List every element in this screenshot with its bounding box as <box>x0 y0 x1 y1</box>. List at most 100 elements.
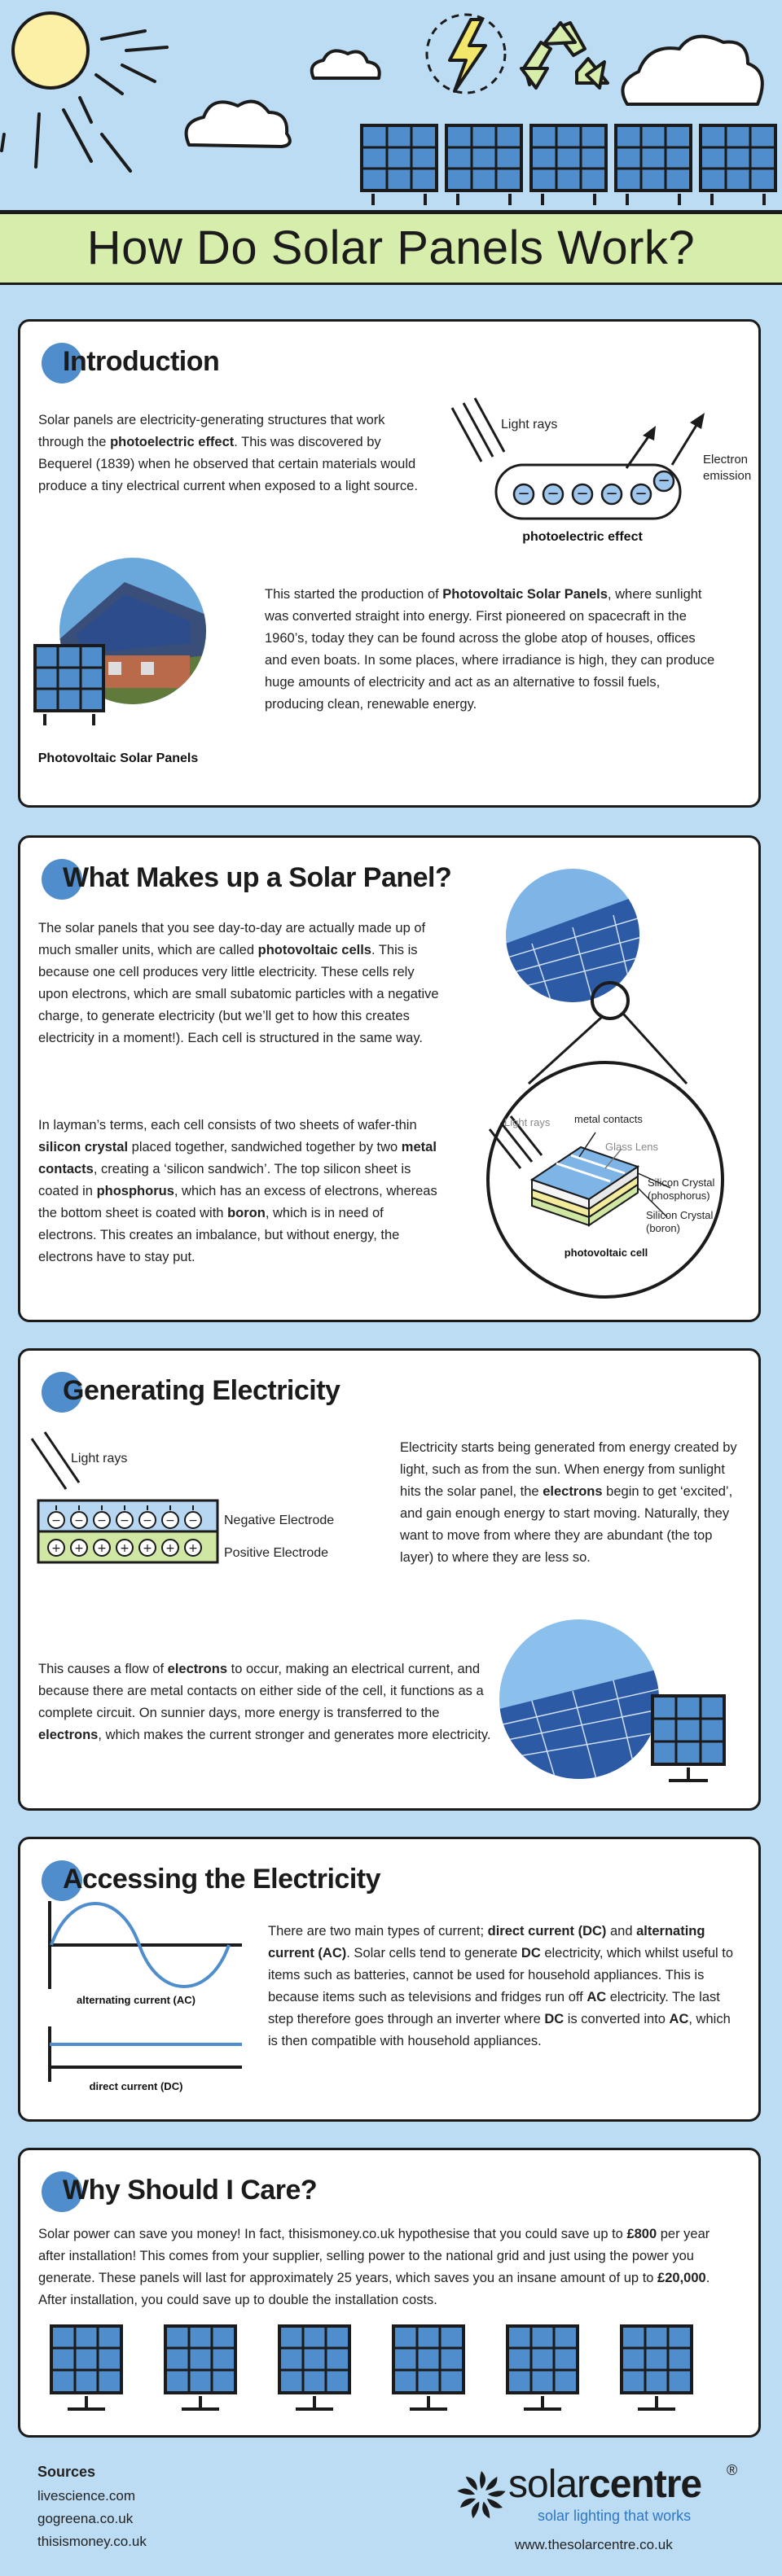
lightning-icon <box>425 13 507 94</box>
bold-text: alternating current (AC) <box>268 1924 705 1960</box>
svg-text:+: + <box>188 1542 198 1555</box>
bold-text: silicon crystal <box>38 1140 129 1154</box>
generating-paragraph-1: Electricity starts being generated from … <box>400 1437 739 1569</box>
section-dot <box>42 2171 82 2212</box>
negative-electrode-label: Negative Electrode <box>224 1514 335 1527</box>
bold-text: photoelectric effect <box>110 435 235 449</box>
source-link[interactable]: livescience.com <box>37 2488 135 2504</box>
text-run: . This was discovered by Bequerel (1839)… <box>38 435 418 493</box>
solar-field-image <box>499 1619 659 1779</box>
text-run: per year after installation! This comes … <box>38 2227 710 2285</box>
section-title: Why Should I Care? <box>63 2175 318 2206</box>
metal-contacts-label: metal contacts <box>574 1113 643 1125</box>
photovoltaic-cell-caption: photovoltaic cell <box>564 1246 648 1259</box>
solar-panel-icon <box>33 644 105 725</box>
bold-text: metal contacts <box>38 1140 437 1176</box>
solar-panel-icon <box>506 2324 579 2411</box>
solar-panel-icon <box>620 2324 693 2411</box>
bold-text: electrons <box>167 1662 228 1676</box>
brand-solar: solar <box>508 2463 590 2506</box>
ac-wave-diagram <box>48 1901 242 1989</box>
silicon-top-label: Silicon Crystal (phosphorus) <box>648 1176 715 1202</box>
solar-panel-icon <box>50 2324 123 2411</box>
text-run: , creating a ‘silicon sandwich’. The top… <box>38 1162 411 1198</box>
text-run: and <box>606 1924 637 1939</box>
section-accessing: Accessing the Electricity alternating cu… <box>18 1837 761 2122</box>
text-run: . After installation, you could save up … <box>38 2271 710 2307</box>
intro-paragraph-2: This started the production of Photovolt… <box>265 584 721 716</box>
svg-text:−: − <box>120 1514 130 1527</box>
text-run: , which is then compatible with househol… <box>268 2012 731 2048</box>
title-banner-bg <box>0 210 782 212</box>
text-run: The solar panels that you see day-to-day… <box>38 921 426 957</box>
bold-text: DC <box>521 1946 541 1960</box>
solar-house-image <box>59 558 206 704</box>
care-paragraph: Solar power can save you money! In fact,… <box>38 2223 739 2311</box>
text-run: Electricity starts being generated from … <box>400 1440 737 1499</box>
bold-text: Photovoltaic Solar Panels <box>442 587 608 602</box>
section-care: Why Should I Care? Solar power can save … <box>18 2148 761 2438</box>
svg-text:−: − <box>51 1514 61 1527</box>
text-run: , where sunlight was converted straight … <box>265 587 715 712</box>
ac-caption: alternating current (AC) <box>77 1994 196 2006</box>
silicon-bottom-label: Silicon Crystal (boron) <box>646 1209 714 1234</box>
website-link[interactable]: www.thesolarcentre.co.uk <box>515 2537 673 2552</box>
cell-light-rays-label: Light rays <box>504 1116 551 1128</box>
text-run: , which is in need of electrons. This cr… <box>38 1206 400 1264</box>
solar-panel-icon <box>699 124 777 205</box>
recycle-icon <box>520 21 609 90</box>
text-run: to occur, making an electrical current, … <box>38 1662 484 1720</box>
sun-icon <box>0 11 169 173</box>
section-dot <box>42 859 82 900</box>
solar-panel-icon <box>164 2324 237 2411</box>
svg-text:+: + <box>143 1542 152 1555</box>
solar-panel-icon <box>445 124 523 205</box>
text-run: This causes a flow of <box>38 1662 168 1676</box>
section-dot <box>42 343 82 383</box>
svg-text:−: − <box>605 485 617 502</box>
glass-lens-label: Glass Lens <box>605 1141 659 1153</box>
text-run: , which has an excess of electrons, wher… <box>38 1184 437 1220</box>
section-makeup: What Makes up a Solar Panel? The solar p… <box>18 835 761 1322</box>
svg-text:−: − <box>165 1514 175 1527</box>
svg-text:−: − <box>547 485 559 502</box>
cloud-icon <box>310 49 381 80</box>
svg-text:−: − <box>657 472 670 489</box>
solar-panel-icon <box>278 2324 351 2411</box>
bold-text: direct current (DC) <box>487 1924 607 1939</box>
svg-text:+: + <box>97 1542 107 1555</box>
title-banner: How Do Solar Panels Work? <box>0 212 782 285</box>
registered-mark: ® <box>727 2462 738 2478</box>
dc-caption: direct current (DC) <box>89 2080 183 2092</box>
text-run: In layman’s terms, each cell consists of… <box>38 1118 417 1132</box>
electron-row: − − − − − − <box>512 470 675 506</box>
svg-text:+: + <box>51 1542 61 1555</box>
text-run: . Solar cells tend to generate <box>346 1946 521 1960</box>
bold-text: photovoltaic cells <box>257 943 371 957</box>
light-rays-label: Light rays <box>501 418 558 432</box>
bold-text: £20,000 <box>657 2271 706 2285</box>
svg-text:−: − <box>97 1514 107 1527</box>
section-introduction: Introduction Solar panels are electricit… <box>18 319 761 808</box>
photovoltaic-panels-caption: Photovoltaic Solar Panels <box>37 751 199 765</box>
section-title: What Makes up a Solar Panel? <box>63 862 452 893</box>
solar-panel-icon <box>614 124 692 205</box>
solarcentre-logo-icon <box>457 2471 506 2519</box>
bold-text: electrons <box>543 1484 603 1499</box>
text-run: electricity. The last step therefore goe… <box>268 1990 720 2026</box>
svg-text:+: + <box>165 1542 175 1555</box>
header-panels <box>0 122 782 212</box>
solar-panel-icon <box>651 1694 726 1782</box>
text-run: , which makes the current stronger and g… <box>98 1728 491 1742</box>
svg-text:−: − <box>635 485 647 502</box>
section-dot <box>42 1372 82 1413</box>
makeup-paragraph-1: The solar panels that you see day-to-day… <box>38 918 444 1049</box>
section-dot <box>42 1860 82 1901</box>
brand-wordmark: solarcentre <box>508 2462 702 2508</box>
text-run: Solar power can save you money! In fact,… <box>38 2227 627 2241</box>
section-title: Introduction <box>63 346 220 377</box>
source-link[interactable]: thisismoney.co.uk <box>37 2534 147 2549</box>
photovoltaic-cell-diagram <box>486 869 724 1299</box>
source-link[interactable]: gogreena.co.uk <box>37 2511 134 2526</box>
solar-panel-icon <box>529 124 608 205</box>
